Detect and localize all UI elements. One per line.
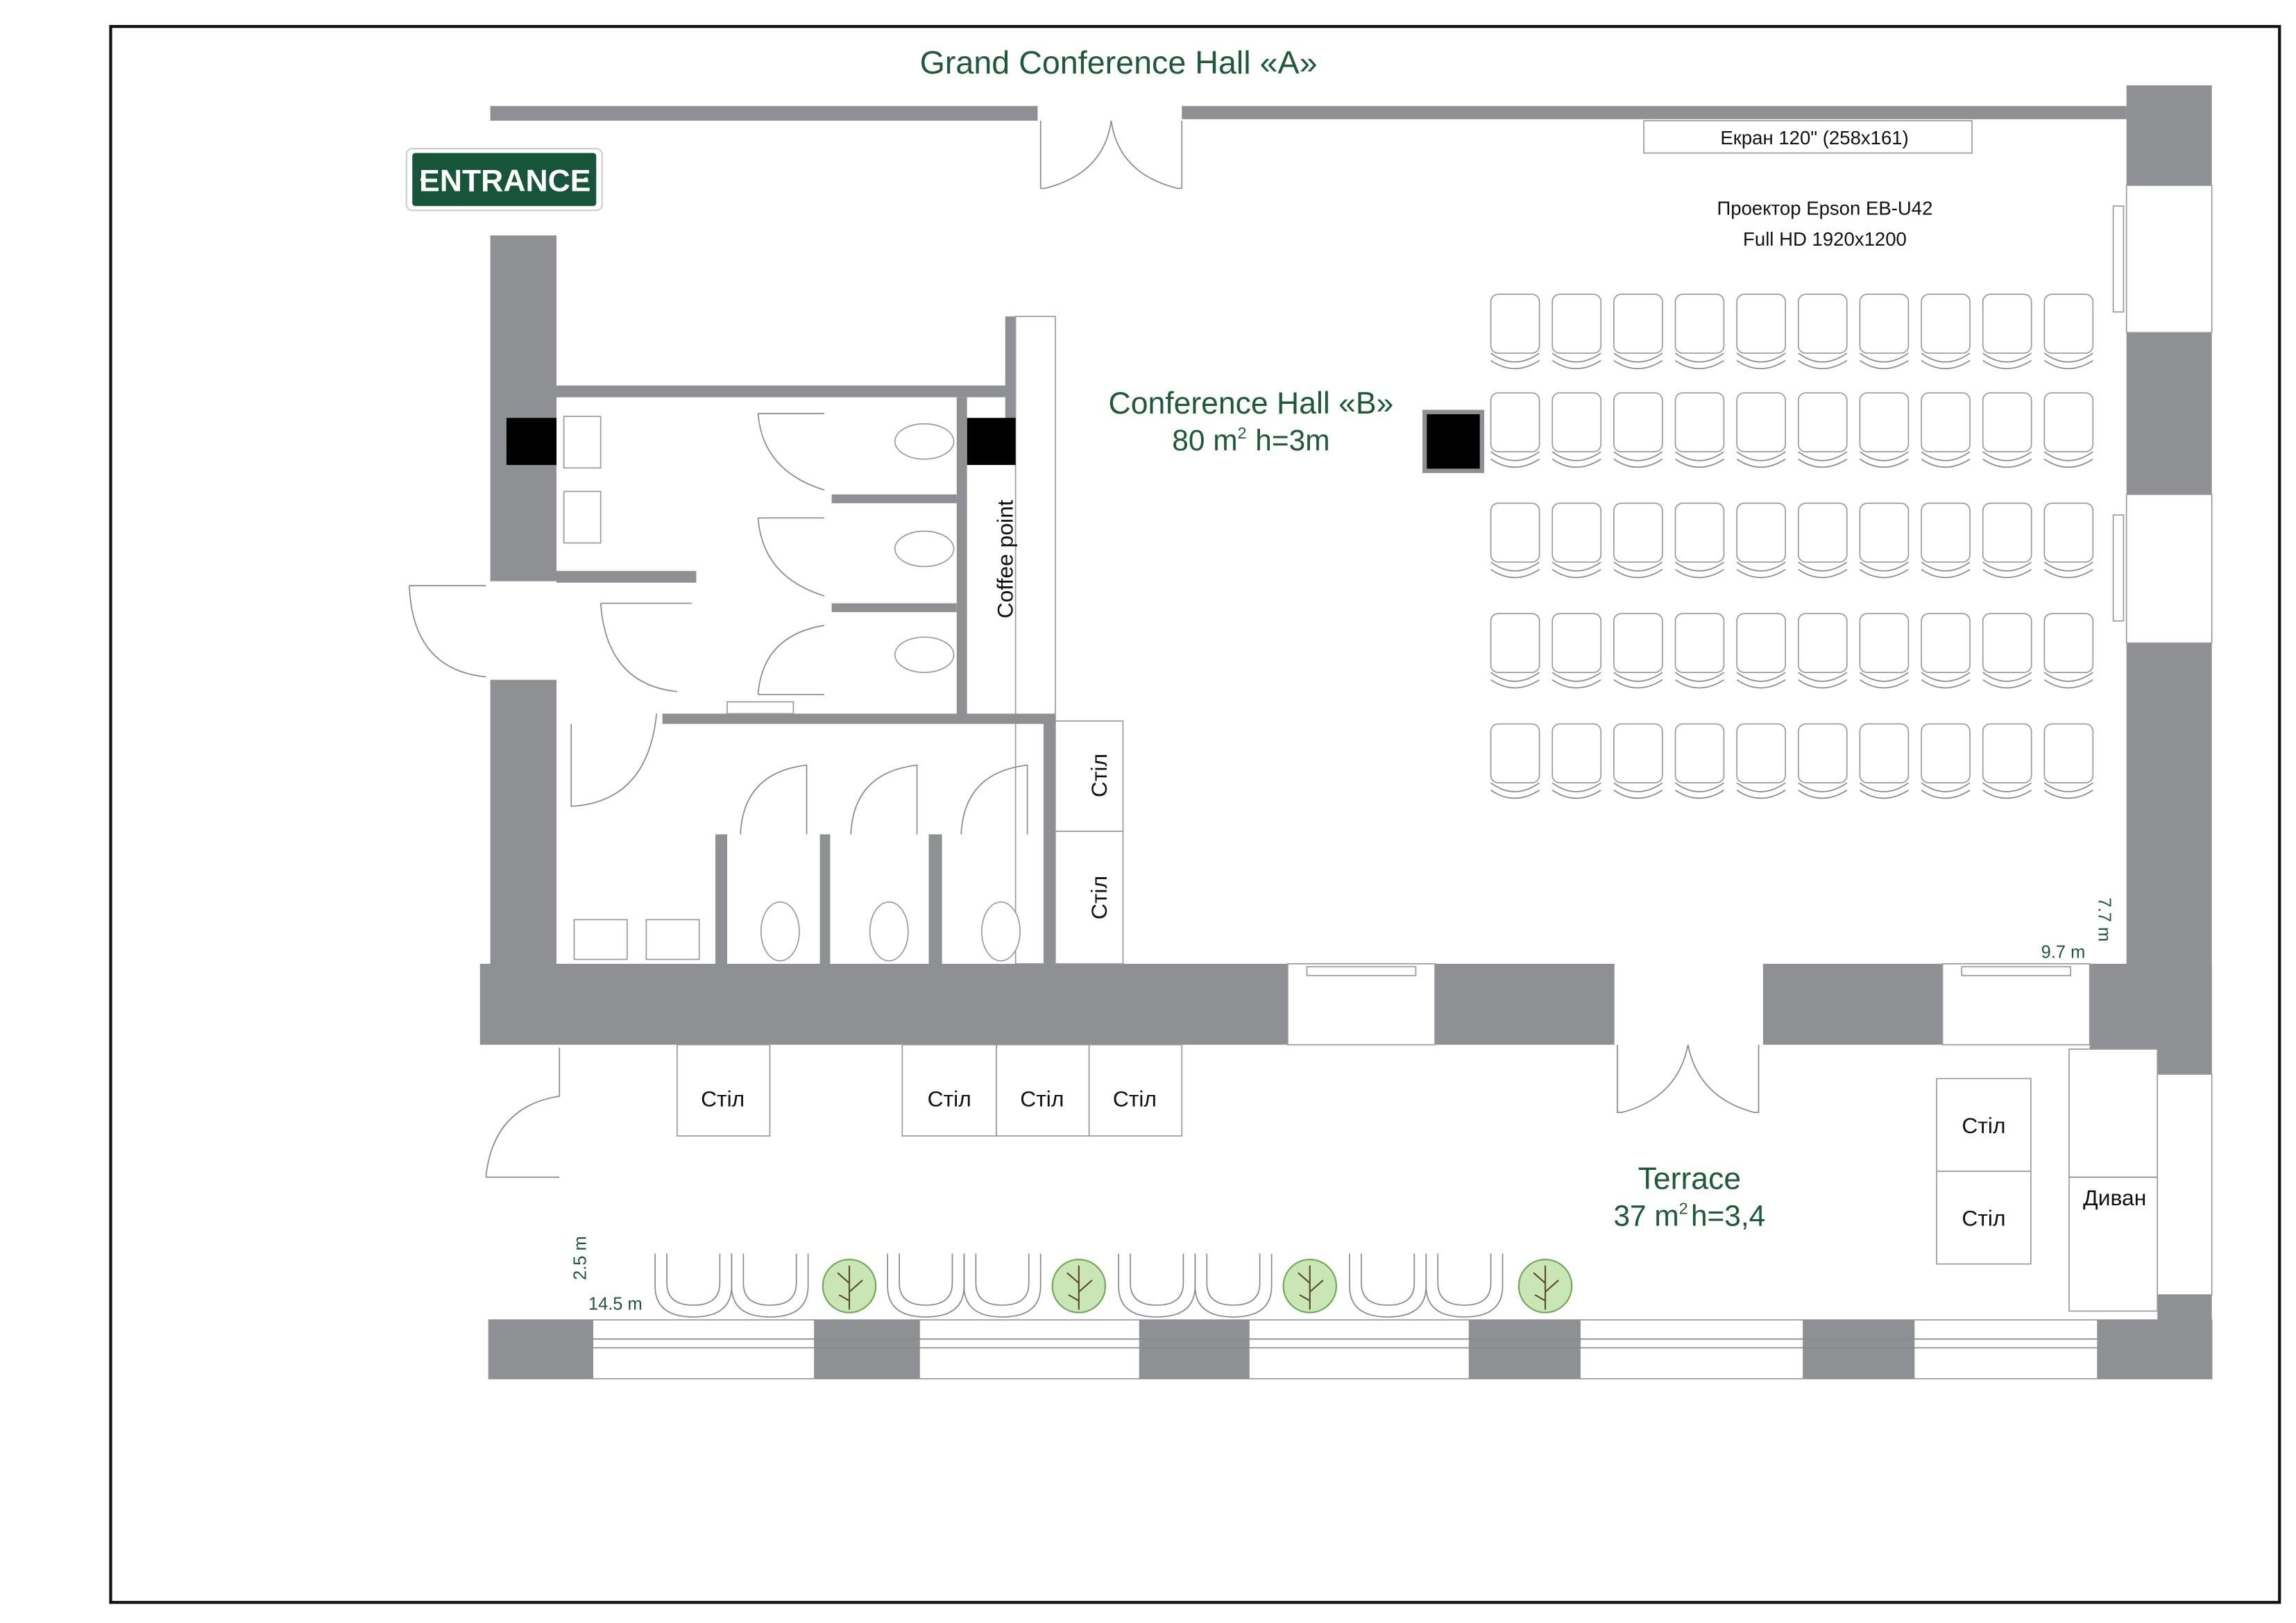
coffee-point-label: Coffee point (992, 500, 1017, 618)
chair (2043, 723, 2094, 799)
plant-icon (1051, 1259, 1107, 1314)
chair (1982, 613, 2032, 689)
table-label: Стіл (1962, 1205, 2005, 1230)
lounge-seat (1194, 1253, 1273, 1318)
lounge-seat (654, 1253, 733, 1318)
chair (2043, 294, 2094, 369)
dimension-terrace-length: 14.5 m (588, 1294, 643, 1314)
chair (1797, 502, 1848, 579)
chair (1921, 294, 1971, 369)
chair (1921, 502, 1971, 579)
lounge-seat (731, 1253, 809, 1318)
sofa-label: Диван (2083, 1185, 2146, 1210)
lounge-seat (887, 1253, 965, 1318)
chair (1859, 502, 1910, 579)
chair (1921, 613, 1971, 689)
table-label: Стіл (928, 1087, 971, 1112)
chair (1613, 502, 1663, 579)
walls (479, 85, 2213, 1379)
chair (1797, 294, 1848, 369)
chair (1797, 723, 1848, 799)
hall-b-name: Conference Hall «B» (1109, 386, 1394, 420)
chair (1490, 613, 1540, 689)
projector-label: Проектор Epson EB-U42 (1717, 198, 1932, 219)
chair (2043, 502, 2094, 579)
chair (1982, 294, 2032, 369)
chair (1859, 294, 1910, 369)
table-label: Стіл (1020, 1087, 1064, 1112)
table-label: Стіл (1113, 1087, 1157, 1112)
terrace-tables: Стіл Стіл Стіл Стіл Стіл Стіл Диван (677, 1044, 2159, 1312)
seating-area (1490, 294, 2094, 799)
chair (1674, 294, 1725, 369)
projection-screen: Екран 120" (258x161) (1643, 120, 1973, 154)
chair (1982, 392, 2032, 468)
chair (1613, 294, 1663, 369)
plant-icon (1282, 1259, 1337, 1314)
chair (1613, 613, 1663, 689)
chair (1551, 502, 1602, 579)
chair (1551, 294, 1602, 369)
chair (1490, 502, 1540, 579)
chair (1921, 392, 1971, 468)
plan-border (109, 25, 2281, 1604)
entrance-label: ENTRANCE (419, 164, 590, 198)
chair (1674, 502, 1725, 579)
lounge-seat (1425, 1253, 1504, 1318)
plant-icon (1517, 1259, 1573, 1314)
dimension-hall-depth: 7.7 m (2094, 898, 2114, 942)
doors (409, 120, 1760, 1178)
plan-title: Grand Conference Hall «A» (920, 44, 1318, 80)
chair (1736, 723, 1786, 799)
chair (1797, 613, 1848, 689)
chair (1674, 723, 1725, 799)
lounge-seat (1349, 1253, 1427, 1318)
dimension-terrace-depth: 2.5 m (570, 1236, 590, 1280)
chair (1490, 392, 1540, 468)
chair (1613, 392, 1663, 468)
chair (1551, 392, 1602, 468)
restroom-side-tables: Стіл Стіл (1055, 720, 1124, 965)
chair (1490, 723, 1540, 799)
chair (1613, 723, 1663, 799)
terrace-name: Terrace (1638, 1162, 1741, 1196)
chair (2043, 613, 2094, 689)
chair (2043, 392, 2094, 468)
chair (1982, 502, 2032, 579)
restroom-fixtures (563, 416, 1021, 962)
chair (1674, 392, 1725, 468)
chair (1736, 613, 1786, 689)
chair (1551, 613, 1602, 689)
chair (1797, 392, 1848, 468)
chair (1736, 392, 1786, 468)
table-label: Стіл (1962, 1113, 2005, 1138)
projector-resolution: Full HD 1920x1200 (1743, 228, 1907, 250)
lounge-seat (1118, 1253, 1196, 1318)
lounge-seat (963, 1253, 1041, 1318)
chair (1982, 723, 2032, 799)
column (1422, 409, 1485, 473)
chair (1859, 613, 1910, 689)
entrance-sign: ENTRANCE (405, 148, 603, 212)
chair (1674, 613, 1725, 689)
chair (1551, 723, 1602, 799)
dimension-hall-width: 9.7 m (2041, 942, 2086, 962)
table-label: Стіл (1087, 876, 1112, 919)
chair (1736, 294, 1786, 369)
table-label: Стіл (1087, 754, 1112, 797)
terrace-seating (654, 1253, 1573, 1318)
table-label: Стіл (701, 1087, 745, 1112)
chair (1490, 294, 1540, 369)
plant-icon (822, 1259, 877, 1314)
chair (1921, 723, 1971, 799)
chair (1859, 723, 1910, 799)
chair (1859, 392, 1910, 468)
screen-label: Екран 120" (258x161) (1720, 127, 1908, 148)
chair (1736, 502, 1786, 579)
